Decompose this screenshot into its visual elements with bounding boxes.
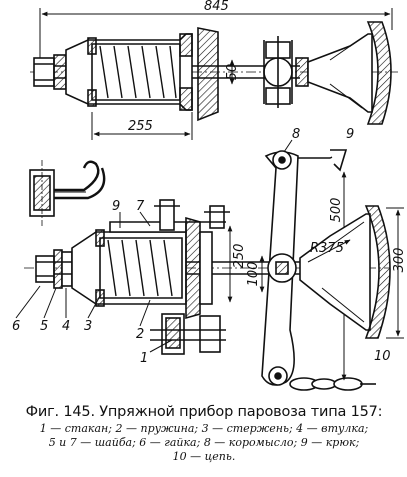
legend-line: 5 и 7 — шайба; 6 — гайка; 8 — коромысло;…: [48, 436, 360, 449]
legend-line: 10 — цепь.: [172, 450, 236, 463]
callout-2: 2: [136, 327, 144, 342]
dim-bore: 100: [246, 262, 261, 287]
top-section-view: [30, 8, 398, 140]
callout-9-left: 9: [112, 199, 120, 214]
callout-5: 5: [40, 319, 48, 334]
legend-line: 1 — стакан; 2 — пружина; 3 — стержень; 4…: [39, 422, 369, 435]
callout-3: 3: [84, 319, 92, 334]
figure-caption: Фиг. 145. Упряжной прибор паровоза типа …: [4, 403, 404, 464]
dim-sleeve-length: 255: [128, 119, 153, 134]
callout-6: 6: [12, 319, 20, 334]
caption-title: Фиг. 145. Упряжной прибор паровоза типа …: [25, 404, 383, 420]
callout-8: 8: [292, 127, 300, 142]
callout-1: 1: [140, 351, 148, 366]
callout-10: 10: [374, 349, 391, 364]
callout-9-right: 9: [346, 127, 354, 142]
callout-7: 7: [136, 199, 145, 214]
callout-4: 4: [62, 319, 70, 334]
bottom-section-view: [15, 139, 404, 391]
dim-beam-spacing: 500: [329, 198, 344, 223]
dim-radius: R375: [310, 241, 344, 256]
dim-shank-diameter: 50: [225, 64, 240, 81]
technical-drawing: 845 50 255 250 100 R375 500 300 6 5 4 3 …: [12, 0, 407, 391]
dim-lever-height: 250: [232, 244, 247, 269]
caption-legend: 1 — стакан; 2 — пружина; 3 — стержень; 4…: [4, 422, 404, 464]
hook-detail: [29, 160, 106, 226]
dim-buffer-height: 300: [392, 248, 407, 273]
dim-total-length: 845: [204, 0, 229, 14]
